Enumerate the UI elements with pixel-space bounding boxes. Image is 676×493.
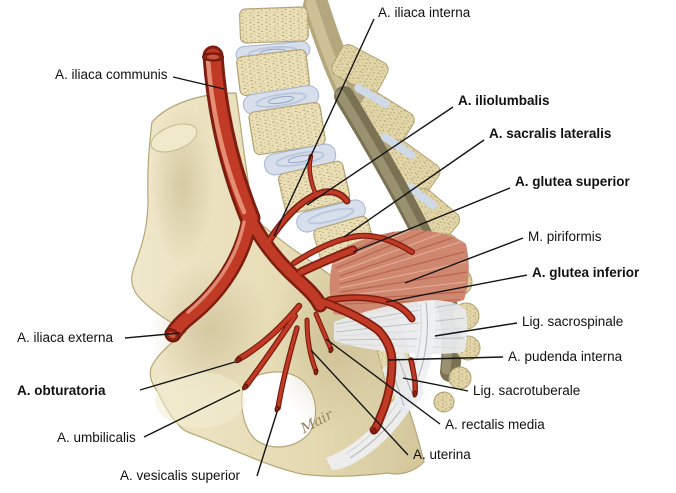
leader-line-glutea-superior	[352, 187, 511, 253]
intervertebral-disc	[242, 85, 320, 115]
leader-line-iliaca-communis	[172, 76, 225, 90]
leader-line-lig-sacrotuberale	[402, 377, 469, 392]
leader-line-pudenda-interna	[387, 356, 504, 361]
arterial-tree-main	[164, 45, 418, 435]
intervertebral-disc	[263, 143, 337, 176]
leader-line-iliaca-externa	[124, 332, 181, 339]
leader-line-rectalis-media	[325, 338, 441, 425]
arterial-tree	[325, 294, 416, 323]
hip-bone	[131, 92, 425, 477]
leader-line-umbilicalis	[143, 389, 241, 438]
leader-line-glutea-inferior	[385, 274, 528, 303]
leader-line-lig-sacrospinale	[434, 322, 518, 337]
leader-line-sacralis-lateralis	[343, 139, 485, 238]
leader-line-vesicalis-superior	[256, 411, 278, 477]
lumbar-vertebrae	[235, 6, 375, 263]
leader-line-uterina	[310, 349, 409, 456]
leader-line-iliolumbalis	[306, 106, 454, 206]
leader-line-iliaca-interna	[273, 18, 375, 237]
leader-line-obturatoria	[139, 361, 236, 391]
leader-line-m-piriformis	[404, 237, 524, 284]
